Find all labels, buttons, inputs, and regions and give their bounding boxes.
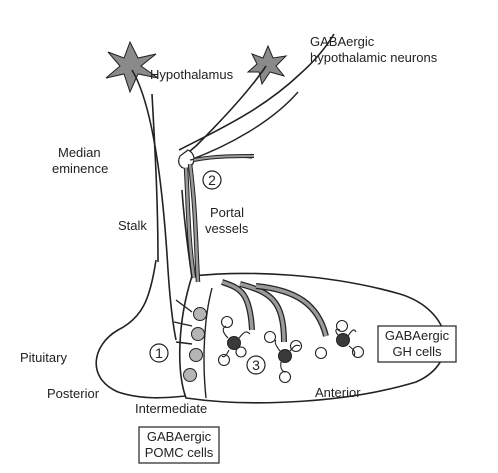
median-eminence-outline: [178, 33, 335, 151]
gh-box-line2: GH cells: [392, 344, 442, 359]
open-cell: [217, 353, 231, 367]
pomc-cell: [191, 327, 205, 341]
label-posterior: Posterior: [47, 386, 100, 401]
gh-cells-box: GABAergic GH cells: [377, 325, 457, 363]
open-cell: [335, 319, 349, 333]
anterior-portal-capillaries: [221, 279, 329, 343]
open-cell: [263, 330, 277, 344]
hypothalamic-neuron-1: [105, 40, 193, 345]
gh-box-line1: GABAergic: [385, 328, 450, 343]
label-gaba-neurons-line1: GABAergic: [310, 34, 375, 49]
gh-cell: [278, 349, 292, 363]
hypothalamic-neuron-2: [180, 44, 288, 169]
label-median-line2: eminence: [52, 161, 108, 176]
label-hypothalamus: Hypothalamus: [150, 67, 234, 82]
label-pituitary: Pituitary: [20, 350, 67, 365]
pomc-box-line1: GABAergic: [147, 429, 212, 444]
portal-vessels: [183, 154, 255, 283]
posterior-lobe-outline: [95, 259, 187, 399]
pomc-cell: [193, 307, 207, 321]
marker-2: 2: [202, 170, 222, 190]
open-cell: [278, 370, 292, 384]
marker-3-label: 3: [252, 357, 260, 373]
marker-1-label: 1: [155, 345, 163, 361]
anterior-open-cells: [217, 315, 365, 384]
pomc-cells-box: GABAergic POMC cells: [138, 426, 220, 464]
marker-3: 3: [246, 355, 266, 375]
pomc-cell: [183, 368, 197, 382]
label-gaba-neurons-line2: hypothalamic neurons: [310, 50, 438, 65]
open-cell: [351, 345, 365, 359]
label-median-line1: Median: [58, 145, 101, 160]
gh-cells: [221, 325, 357, 373]
label-anterior: Anterior: [315, 385, 361, 400]
marker-1: 1: [149, 343, 169, 363]
pomc-box-line2: POMC cells: [145, 445, 214, 460]
open-cell: [314, 346, 328, 360]
gh-cell: [227, 336, 241, 350]
gh-cell: [336, 333, 350, 347]
label-portal-line2: vessels: [205, 221, 249, 236]
open-cell: [235, 346, 247, 358]
portal-vessel-top: [189, 91, 299, 161]
pomc-cells: [183, 307, 207, 382]
anterior-lobe-outline: [178, 272, 447, 404]
stalk-left-outline: [151, 93, 159, 263]
label-intermediate: Intermediate: [135, 401, 207, 416]
label-stalk: Stalk: [118, 218, 147, 233]
label-portal-line1: Portal: [210, 205, 244, 220]
intermediate-lobe-boundary: [203, 287, 213, 399]
marker-2-label: 2: [208, 172, 216, 188]
pomc-cell: [189, 348, 203, 362]
open-cell: [220, 315, 234, 329]
